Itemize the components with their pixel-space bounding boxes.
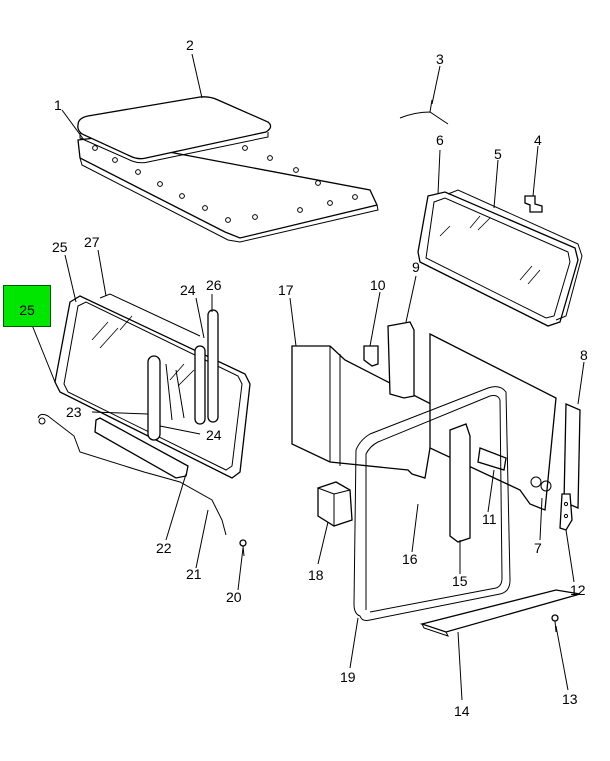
part-22-lower-strip bbox=[94, 417, 189, 479]
callout-26[interactable]: 26 bbox=[206, 277, 222, 293]
callout-20[interactable]: 20 bbox=[226, 589, 242, 605]
part-13-fastener bbox=[551, 614, 559, 633]
callout-12[interactable]: 12 bbox=[570, 582, 586, 598]
part-4-bracket bbox=[524, 195, 543, 213]
part-10-bracket bbox=[363, 345, 379, 367]
callout-21[interactable]: 21 bbox=[186, 566, 202, 582]
callout-25-upper[interactable]: 25 bbox=[52, 239, 68, 255]
part-2-pad bbox=[77, 96, 272, 164]
leader-lines bbox=[29, 53, 585, 701]
callout-17[interactable]: 17 bbox=[278, 282, 294, 298]
callout-24-upper[interactable]: 24 bbox=[180, 282, 196, 298]
callout-6[interactable]: 6 bbox=[436, 132, 444, 148]
part-7-rear-panel bbox=[429, 332, 557, 511]
callout-9[interactable]: 9 bbox=[412, 259, 420, 275]
callout-16[interactable]: 16 bbox=[402, 551, 418, 567]
callout-19[interactable]: 19 bbox=[340, 669, 356, 685]
part-24-26-channels bbox=[147, 309, 219, 441]
part-12-hinge bbox=[559, 493, 573, 531]
callout-10[interactable]: 10 bbox=[370, 277, 386, 293]
callout-22[interactable]: 22 bbox=[156, 540, 172, 556]
callout-1[interactable]: 1 bbox=[54, 97, 62, 113]
callout-3[interactable]: 3 bbox=[436, 51, 444, 67]
callout-14[interactable]: 14 bbox=[454, 703, 470, 719]
part-21-rod bbox=[37, 413, 227, 536]
callout-11[interactable]: 11 bbox=[482, 511, 497, 527]
callout-18[interactable]: 18 bbox=[308, 567, 324, 583]
highlighted-callout-25[interactable]: 25 bbox=[3, 285, 51, 327]
callout-15[interactable]: 15 bbox=[452, 573, 468, 589]
callout-4[interactable]: 4 bbox=[534, 132, 542, 148]
callout-8[interactable]: 8 bbox=[580, 347, 588, 363]
callout-24-lower[interactable]: 24 bbox=[206, 427, 222, 443]
part-9-pillar bbox=[387, 321, 415, 399]
part-15-post bbox=[449, 423, 471, 543]
callout-5[interactable]: 5 bbox=[494, 146, 502, 162]
part-20-screw bbox=[239, 539, 247, 557]
part-8-narrow-panel bbox=[563, 403, 581, 509]
part-14-sill bbox=[419, 589, 581, 637]
part-11-plate bbox=[477, 447, 507, 471]
callout-27[interactable]: 27 bbox=[84, 234, 100, 250]
part-19-door-seal bbox=[353, 386, 511, 621]
callout-13[interactable]: 13 bbox=[562, 691, 578, 707]
part-17-door-panel bbox=[291, 345, 476, 479]
part-18-grommet bbox=[317, 481, 353, 527]
part-1-floor-panel bbox=[77, 137, 379, 243]
part-5-6-rear-window bbox=[417, 189, 583, 327]
callout-23[interactable]: 23 bbox=[66, 404, 82, 420]
part-3-clip bbox=[399, 99, 449, 125]
callout-7[interactable]: 7 bbox=[534, 540, 542, 556]
callout-2[interactable]: 2 bbox=[186, 37, 194, 53]
